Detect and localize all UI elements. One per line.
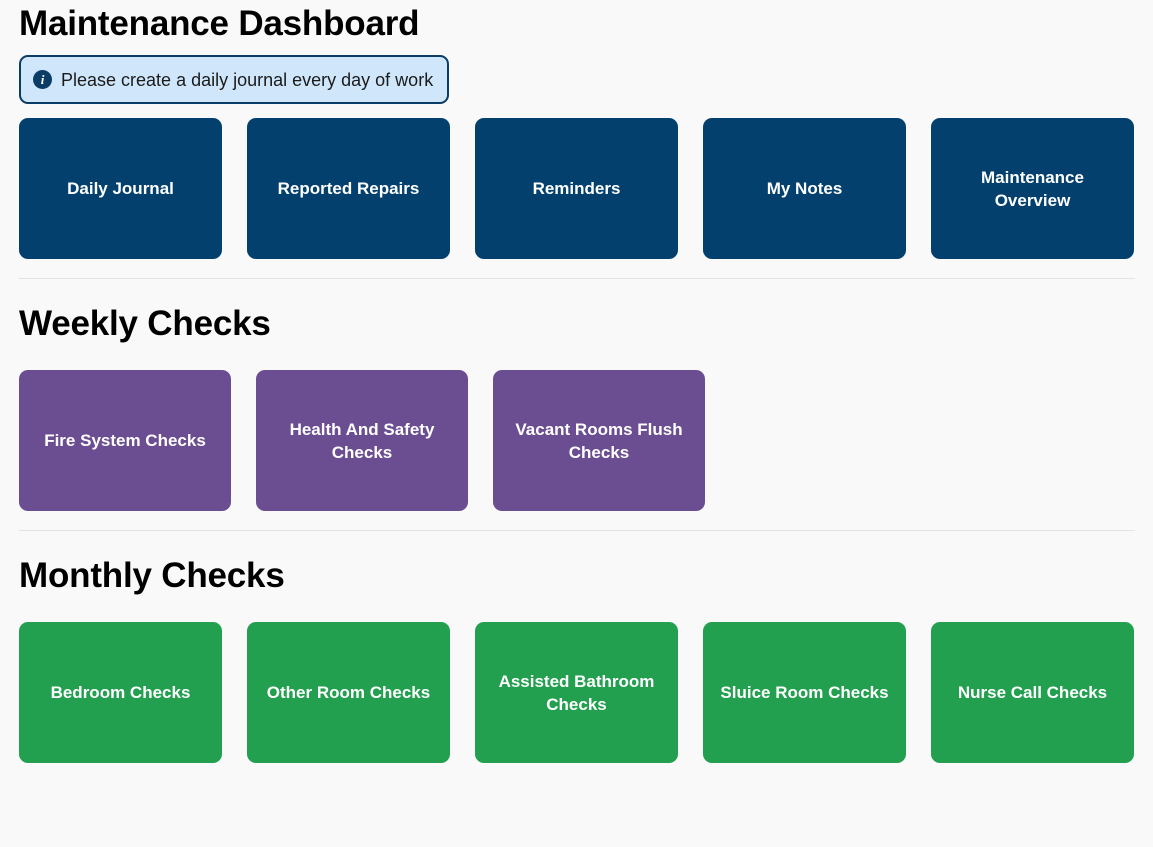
tile-sluice-room-checks[interactable]: Sluice Room Checks (703, 622, 906, 763)
tile-label: Sluice Room Checks (720, 683, 889, 702)
section-divider-monthly (19, 530, 1135, 531)
tile-label-line2: Checks (331, 442, 393, 462)
tile-label-line2: Checks (546, 694, 607, 714)
tile-bedroom-checks[interactable]: Bedroom Checks (19, 622, 222, 763)
tile-label: Reminders (532, 179, 621, 198)
tile-label-line2: Checks (568, 442, 630, 462)
weekly-checks-row: Fire System Checks Health And Safety Che… (19, 370, 1134, 511)
tile-daily-journal[interactable]: Daily Journal (19, 118, 222, 259)
section-heading-monthly: Monthly Checks (19, 556, 285, 595)
monthly-checks-row: Bedroom Checks Other Room Checks Assiste… (19, 622, 1134, 763)
tile-reminders[interactable]: Reminders (475, 118, 678, 259)
tile-label: My Notes (766, 179, 843, 198)
tile-nurse-call-checks[interactable]: Nurse Call Checks (931, 622, 1134, 763)
section-divider-weekly (19, 278, 1135, 279)
tile-label-line1: Maintenance (981, 167, 1084, 187)
tile-label: Fire System Checks (44, 431, 206, 450)
page-title: Maintenance Dashboard (19, 4, 420, 43)
section-heading-weekly: Weekly Checks (19, 304, 271, 343)
tile-label: Daily Journal (67, 179, 174, 198)
tile-label-line2: Overview (994, 190, 1071, 210)
tile-fire-system-checks[interactable]: Fire System Checks (19, 370, 231, 511)
tile-vacant-rooms-flush-checks[interactable]: Vacant Rooms Flush Checks (493, 370, 705, 511)
info-alert-message: Please create a daily journal every day … (61, 69, 434, 90)
tile-label: Nurse Call Checks (957, 683, 1108, 702)
tile-assisted-bathroom-checks[interactable]: Assisted Bathroom Checks (475, 622, 678, 763)
tile-maintenance-overview[interactable]: Maintenance Overview (931, 118, 1134, 259)
tile-label-line1: Health And Safety (289, 419, 435, 439)
tile-label: Bedroom Checks (50, 683, 191, 702)
primary-actions-row: Daily Journal Reported Repairs Reminders… (19, 118, 1134, 259)
info-alert-banner: i Please create a daily journal every da… (19, 55, 450, 104)
tile-label: Other Room Checks (266, 683, 431, 702)
tile-label: Reported Repairs (277, 179, 420, 198)
info-circle-icon: i (33, 70, 52, 89)
tile-label-line1: Vacant Rooms Flush (515, 419, 683, 439)
tile-other-room-checks[interactable]: Other Room Checks (247, 622, 450, 763)
tile-reported-repairs[interactable]: Reported Repairs (247, 118, 450, 259)
tile-health-and-safety-checks[interactable]: Health And Safety Checks (256, 370, 468, 511)
tile-label-line1: Assisted Bathroom (498, 671, 655, 691)
tile-my-notes[interactable]: My Notes (703, 118, 906, 259)
